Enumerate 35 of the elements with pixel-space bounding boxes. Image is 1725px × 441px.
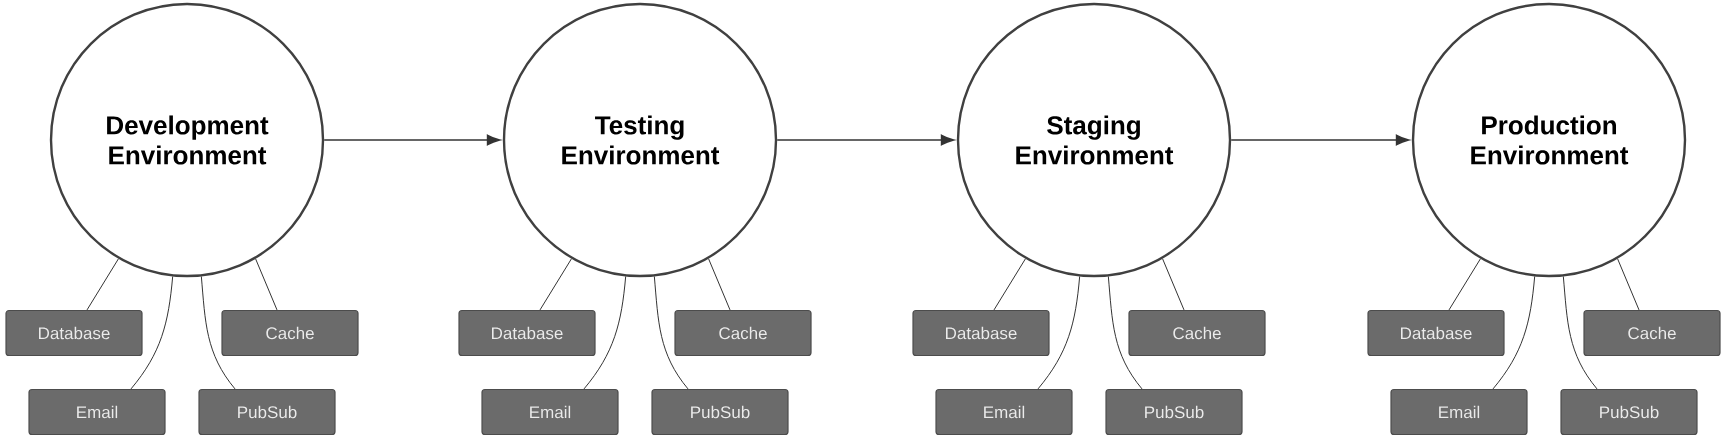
connector-line bbox=[583, 275, 627, 390]
service-box: Database bbox=[458, 309, 596, 357]
arrow bbox=[1230, 134, 1410, 146]
service-box: Cache bbox=[221, 309, 359, 357]
service-box: Email bbox=[1390, 388, 1528, 436]
connector-line bbox=[1448, 258, 1481, 311]
service-box: Cache bbox=[674, 309, 812, 357]
connector-line bbox=[1562, 275, 1598, 390]
connector-line bbox=[255, 258, 278, 311]
connector-line bbox=[1107, 275, 1143, 390]
connector-line bbox=[653, 275, 689, 390]
connector-line bbox=[1617, 258, 1640, 311]
connector-line bbox=[539, 258, 572, 311]
connector-line bbox=[708, 258, 731, 311]
connector-line bbox=[1037, 275, 1081, 390]
service-box: Database bbox=[1367, 309, 1505, 357]
service-box: Cache bbox=[1128, 309, 1266, 357]
service-box: PubSub bbox=[198, 388, 336, 436]
service-box: Email bbox=[935, 388, 1073, 436]
service-box: Cache bbox=[1583, 309, 1721, 357]
service-box: PubSub bbox=[1560, 388, 1698, 436]
service-box: Database bbox=[912, 309, 1050, 357]
service-box: Email bbox=[481, 388, 619, 436]
service-box: Email bbox=[28, 388, 166, 436]
arrow bbox=[776, 134, 955, 146]
connector-line bbox=[1492, 275, 1536, 390]
connector-line bbox=[130, 275, 174, 390]
service-box: PubSub bbox=[651, 388, 789, 436]
service-box: PubSub bbox=[1105, 388, 1243, 436]
connector-line bbox=[200, 275, 236, 390]
service-box: Database bbox=[5, 309, 143, 357]
connector-line bbox=[1162, 258, 1185, 311]
connector-line bbox=[86, 258, 119, 311]
connector-line bbox=[993, 258, 1026, 311]
arrow bbox=[323, 134, 501, 146]
